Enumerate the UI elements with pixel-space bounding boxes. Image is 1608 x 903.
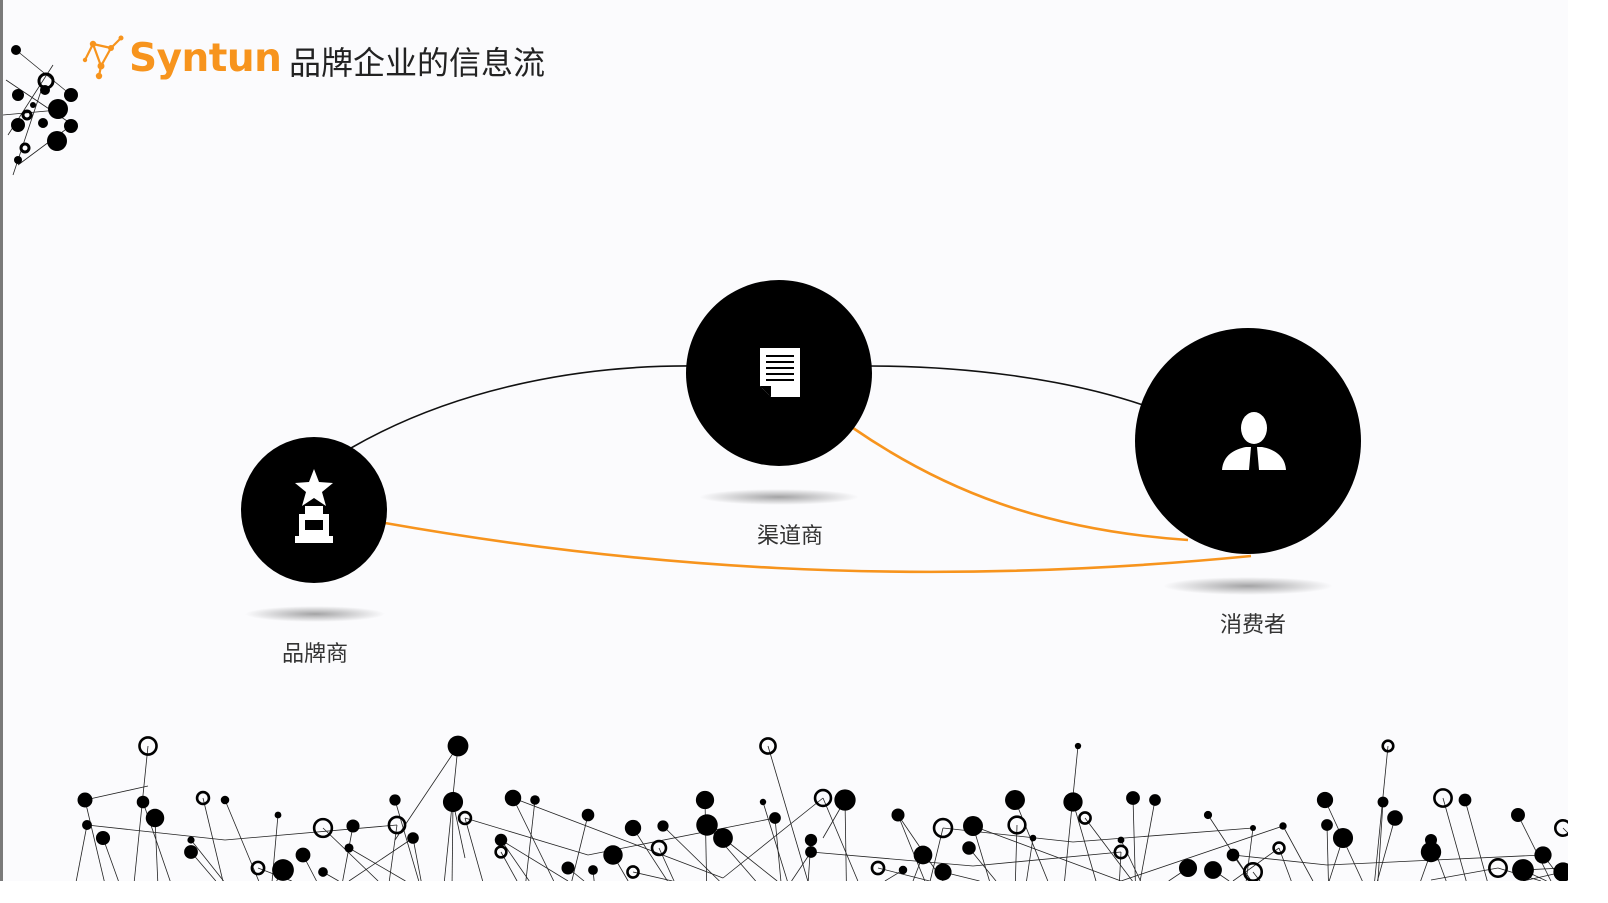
- channel-node-shadow: [699, 489, 859, 505]
- consumer-node: [1135, 328, 1361, 554]
- brand-node: [241, 437, 387, 583]
- node-label-brand: 品牌商: [281, 642, 349, 667]
- syntun-logo-icon: [82, 35, 124, 80]
- channel-node: [686, 280, 872, 466]
- link-channel-consumer: [868, 365, 1144, 406]
- logo-text: Syntun: [129, 35, 282, 81]
- document-icon: [760, 348, 800, 397]
- slide: Syntun 品牌企业的信息流: [0, 0, 1568, 881]
- consumer-node-shadow: [1163, 577, 1333, 595]
- node-label-consumer: 消费者: [1219, 613, 1287, 638]
- link-brand-channel: [350, 365, 694, 449]
- link-brand-consumer-orange: [384, 521, 1252, 574]
- network-decoration-top: [3, 45, 78, 176]
- information-flow-diagram: [241, 280, 1361, 622]
- page-title: 品牌企业的信息流: [289, 44, 546, 82]
- link-channel-consumer-orange: [852, 426, 1189, 542]
- brand-node-shadow: [245, 606, 385, 622]
- network-decoration-bottom: [75, 735, 1568, 881]
- node-label-channel: 渠道商: [756, 524, 824, 549]
- logo: Syntun: [81, 30, 282, 86]
